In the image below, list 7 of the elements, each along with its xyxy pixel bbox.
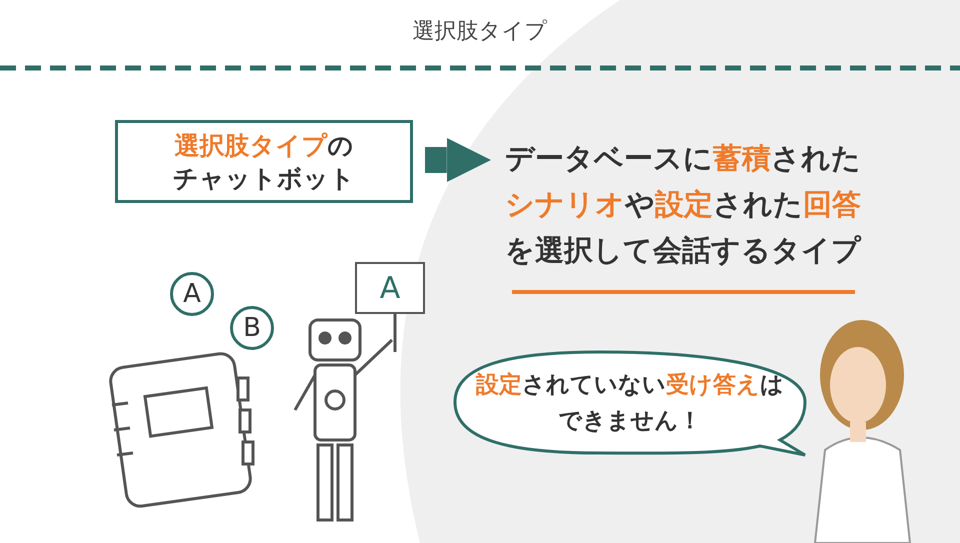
- option-circle: A: [170, 272, 214, 316]
- option-circle: B: [230, 306, 274, 350]
- sign-board: A: [355, 262, 425, 314]
- chatbot-box: 選択肢タイプのチャットボット: [115, 120, 413, 203]
- arrow: [425, 138, 491, 182]
- description-text: データベースに蓄積されたシナリオや設定された回答を選択して会話するタイプ: [505, 118, 865, 290]
- title: 選択肢タイプ: [412, 18, 548, 46]
